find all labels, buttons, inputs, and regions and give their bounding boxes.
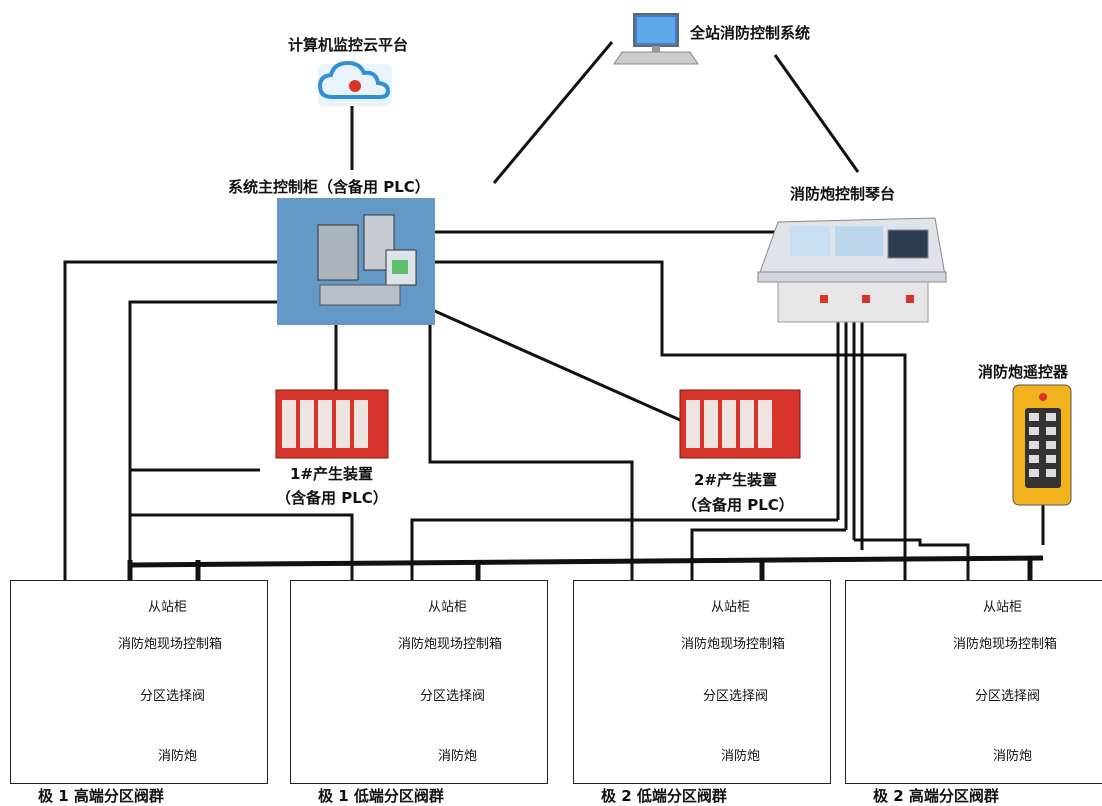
valve-group-title: 极 2 高端分区阀群	[873, 787, 999, 805]
main-control-cabinet	[277, 198, 435, 325]
generator-2-icon	[679, 389, 801, 459]
fire-monitor-label: 消防炮	[158, 749, 198, 764]
field-control-box-label: 消防炮现场控制箱	[398, 637, 503, 652]
valve-group-box	[845, 580, 1102, 784]
valve-group-title: 极 1 低端分区阀群	[318, 787, 444, 805]
valve-group-box	[290, 580, 548, 784]
fire-monitor-label: 消防炮	[721, 749, 761, 764]
console-desk	[757, 217, 947, 323]
station-system-label: 全站消防控制系统	[690, 24, 811, 42]
main-cabinet-label: 系统主控制柜（含备用 PLC）	[228, 178, 430, 196]
generator-1-icon	[275, 389, 389, 459]
slave-cabinet-label: 从站柜	[428, 600, 468, 615]
cloud-platform-label: 计算机监控云平台	[288, 36, 409, 54]
cloud-icon	[317, 60, 392, 106]
zone-valve-label: 分区选择阀	[975, 689, 1041, 704]
valve-group-box	[10, 580, 268, 784]
valve-group-box	[573, 580, 831, 784]
generator-1-sublabel: （含备用 PLC）	[276, 489, 388, 507]
slave-cabinet-label: 从站柜	[148, 600, 188, 615]
remote-controller-icon	[1012, 384, 1072, 506]
computer-icon	[613, 13, 699, 65]
field-control-box-label: 消防炮现场控制箱	[953, 637, 1058, 652]
fire-monitor-label: 消防炮	[993, 749, 1033, 764]
fire-monitor-label: 消防炮	[438, 749, 478, 764]
generator-2-label: 2#产生装置	[694, 471, 778, 489]
slave-cabinet-label: 从站柜	[711, 600, 751, 615]
generator-1-label: 1#产生装置	[290, 465, 374, 483]
valve-group-title: 极 1 高端分区阀群	[38, 787, 164, 805]
remote-label: 消防炮遥控器	[978, 363, 1069, 381]
bus-line	[127, 555, 1044, 580]
zone-valve-label: 分区选择阀	[703, 689, 769, 704]
field-control-box-label: 消防炮现场控制箱	[681, 637, 786, 652]
field-control-box-label: 消防炮现场控制箱	[118, 637, 223, 652]
zone-valve-label: 分区选择阀	[420, 689, 486, 704]
zone-valve-label: 分区选择阀	[140, 689, 206, 704]
valve-group-title: 极 2 低端分区阀群	[601, 787, 727, 805]
connection-lines	[63, 41, 1045, 580]
console-label: 消防炮控制琴台	[790, 185, 896, 203]
slave-cabinet-label: 从站柜	[983, 600, 1023, 615]
generator-2-sublabel: （含备用 PLC）	[682, 496, 794, 514]
